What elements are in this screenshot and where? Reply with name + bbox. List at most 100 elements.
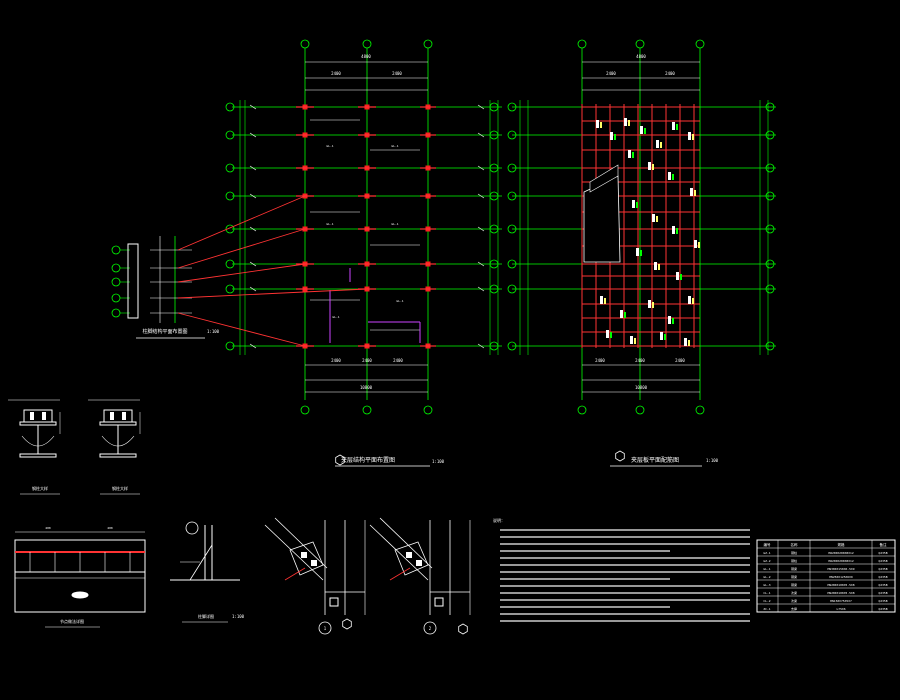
plan-left-axis-bubble-right xyxy=(489,284,499,294)
table-cell: 支撑 xyxy=(791,606,797,611)
plan-left-axis-bubble-left xyxy=(225,284,235,294)
plan-right-dim-bottom: 2400 xyxy=(675,358,685,363)
detail-base-tag xyxy=(185,521,199,535)
detail-beam xyxy=(14,531,146,628)
detail-bolt xyxy=(122,412,126,420)
plan-right-rebar-tag xyxy=(640,250,642,256)
node-brace xyxy=(379,517,433,569)
plan-right-rebar-tag xyxy=(672,318,674,324)
plan-right-rebar-tag xyxy=(688,340,690,346)
node-gusset xyxy=(394,541,429,576)
plan-right-rebar-mark xyxy=(676,272,679,280)
elevation-title: 柱脚结构平面布置图 xyxy=(142,328,187,335)
plan-right-dim-top-total: 4800 xyxy=(636,54,646,59)
plan-right-rebar-mark xyxy=(620,310,623,318)
plan-right-rebar-mark xyxy=(640,126,643,134)
plan-left-axis-bubble-left xyxy=(225,259,235,269)
table-header: 备注 xyxy=(880,542,888,547)
plan-right-axis-bubble-left xyxy=(507,284,517,294)
plan-left-axis-bubble-left xyxy=(225,163,235,173)
plan-right-rebar-tag xyxy=(632,152,634,158)
table-header: 编号 xyxy=(764,542,772,547)
plan-right-dim-bottom: 2400 xyxy=(595,358,605,363)
plan-left-dim-tick xyxy=(477,343,485,349)
node-red-leader xyxy=(284,567,306,581)
plan-right-void-opening xyxy=(583,175,621,263)
plan-right-rebar-tag xyxy=(636,202,638,208)
plan-left-axis-bubble-right xyxy=(489,102,499,112)
table-header: 名称 xyxy=(791,542,799,547)
plan-right-rebar-tag xyxy=(658,264,660,270)
plan-right-rebar-tag xyxy=(676,228,678,234)
detail-curve xyxy=(101,435,135,447)
node-red-leader xyxy=(389,567,411,581)
plan-right-rebar-mark xyxy=(606,330,609,338)
plan-left-member-label: GL-1 xyxy=(396,299,403,303)
table-cell: GL-2 xyxy=(763,575,770,579)
elevation-scale: 1:100 xyxy=(207,329,220,334)
detail-base xyxy=(170,521,240,623)
node-hex-1 xyxy=(342,618,352,630)
table-frame xyxy=(756,539,896,613)
plan-right-rebar-tag xyxy=(698,242,700,248)
plan-left-dim-bottom-total: 10800 xyxy=(360,385,373,390)
plan-right-axis-bubble-bottom xyxy=(577,405,587,415)
detail-bolt xyxy=(110,412,114,420)
plan-right-dim-bottom-total: 10800 xyxy=(635,385,648,390)
plan-left-dim-tick xyxy=(249,193,257,199)
plan-right-rebar-mark xyxy=(600,296,603,304)
plan-left-dim-bottom: 2400 xyxy=(331,358,341,363)
plan-right-rebar-mark xyxy=(672,122,675,130)
elevation-level-bubble xyxy=(111,263,121,273)
plan-right-rebar-mark xyxy=(688,132,691,140)
node-bolt xyxy=(301,552,307,558)
plan-right-axis-bubble-right xyxy=(765,341,775,351)
plan-right-rebar-tag xyxy=(672,174,674,180)
plan-right-rebar-mark xyxy=(624,118,627,126)
detail-bolt xyxy=(30,412,34,420)
plan-right-rebar-tag xyxy=(660,142,662,148)
table-cell: Q235B xyxy=(878,599,887,603)
elevation-leader xyxy=(177,195,306,251)
plan-right-rebar-tag xyxy=(604,298,606,304)
plan-right-rebar-tag xyxy=(624,312,626,318)
table-cell: CL-2 xyxy=(763,599,770,603)
plan-right-rebar-mark xyxy=(684,338,687,346)
plan-left-axis-bubble-left xyxy=(225,102,235,112)
node-bolt xyxy=(406,552,412,558)
plan-right-rebar-mark xyxy=(654,262,657,270)
plan-left-dim-tick xyxy=(477,226,485,232)
plan-left-axis-bubble-bottom xyxy=(423,405,433,415)
plan-right-axis-bubble-right xyxy=(765,102,775,112)
plan-right-rebar-tag xyxy=(692,298,694,304)
plan-right-rebar-mark xyxy=(668,172,671,180)
table-cell: HN150X75X5X7 xyxy=(830,599,852,603)
detail-beam-dim-text: 400 xyxy=(45,526,51,530)
node-note-box xyxy=(434,597,444,607)
plan-right-axis-bubble-left xyxy=(507,130,517,140)
plan-right-axis-bubble-right xyxy=(765,163,775,173)
node-note-box xyxy=(329,597,339,607)
plan-right-rebar-tag xyxy=(610,332,612,338)
plan-left-dim-bottom: 2400 xyxy=(362,358,372,363)
plan-right-axis-bubble-left xyxy=(507,163,517,173)
plan-left-dim-tick xyxy=(477,132,485,138)
plan-left-axis-bubble-left xyxy=(225,341,235,351)
detail-column-1-title: 钢柱大样 xyxy=(32,485,48,491)
plan-right-axis-bubble-left xyxy=(507,224,517,234)
plan-left-axis-bubble-right xyxy=(489,163,499,173)
detail-flange xyxy=(99,453,137,458)
elevation-level-bubble xyxy=(111,245,121,255)
plan-right-scale: 1:100 xyxy=(706,458,719,463)
plan-right-axis-bubble-top xyxy=(577,39,587,49)
plan-right-rebar-mark xyxy=(668,316,671,324)
table-cell: ZC-1 xyxy=(763,607,770,611)
elevation-level-bubble xyxy=(111,277,121,287)
plan-left-member-label: GL-1 xyxy=(332,315,339,319)
table-cell: Q235B xyxy=(878,567,887,571)
table-cell: GL-1 xyxy=(763,567,770,571)
node-bolt xyxy=(311,560,317,566)
plan-right-rebar-tag xyxy=(694,190,696,196)
plan-right-axis-bubble-top xyxy=(635,39,645,49)
